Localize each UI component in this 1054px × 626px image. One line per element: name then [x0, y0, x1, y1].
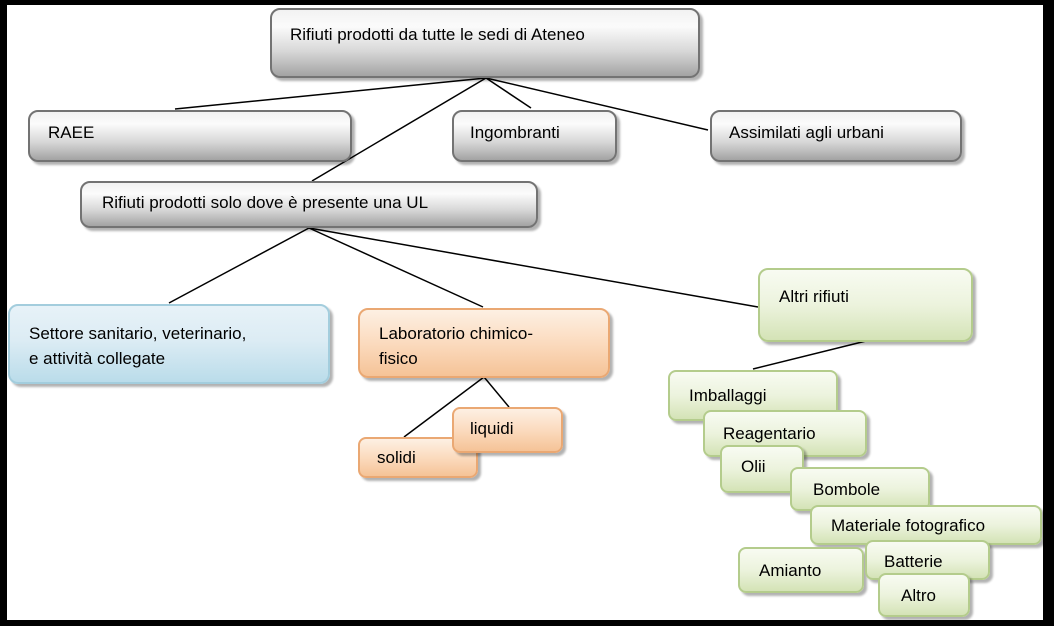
connector-ul-altri — [308, 227, 759, 308]
node-amianto-label: Amianto — [759, 561, 822, 580]
node-sanitario-label-line1: Settore sanitario, veterinario, — [29, 324, 247, 343]
node-solidi-label: solidi — [377, 448, 416, 467]
node-sanitario-label-line2: e attività collegate — [29, 349, 166, 368]
node-materiale-fotografico: Materiale fotografico — [810, 505, 1042, 545]
node-root: Rifiuti prodotti da tutte le sedi di Ate… — [270, 8, 700, 78]
connector-root-raee — [174, 77, 487, 110]
node-altri: Altri rifiuti — [758, 268, 973, 342]
node-laboratorio-label-line2: fisico — [379, 349, 418, 368]
connector-root-ingombranti — [485, 77, 532, 109]
node-ingombranti-label: Ingombranti — [470, 123, 560, 142]
connector-ul-laboratorio — [308, 227, 484, 308]
node-assimilati: Assimilati agli urbani — [710, 110, 962, 162]
connector-laboratorio-liquidi — [483, 376, 510, 408]
node-ingombranti: Ingombranti — [452, 110, 617, 162]
node-altro-label: Altro — [901, 586, 936, 605]
node-olii-label: Olii — [741, 457, 766, 476]
node-ul-label: Rifiuti prodotti solo dove è presente un… — [102, 193, 429, 212]
node-olii: Olii — [720, 445, 804, 493]
connector-ul-sanitario — [168, 227, 310, 304]
connector-altri-imballaggi — [752, 340, 867, 370]
node-ul: Rifiuti prodotti solo dove è presente un… — [80, 181, 538, 228]
node-raee-label: RAEE — [48, 123, 95, 142]
node-solidi: solidi — [358, 437, 478, 478]
node-amianto: Amianto — [738, 547, 864, 593]
connector-root-ul — [311, 77, 487, 182]
node-assimilati-label: Assimilati agli urbani — [729, 123, 884, 142]
node-root-label: Rifiuti prodotti da tutte le sedi di Ate… — [290, 25, 585, 44]
node-bombole-label: Bombole — [813, 480, 881, 499]
connector-laboratorio-solidi — [403, 376, 485, 438]
node-laboratorio: Laboratorio chimico- fisico — [358, 308, 610, 378]
node-altri-label: Altri rifiuti — [779, 287, 849, 306]
node-batterie-label: Batterie — [884, 552, 943, 571]
node-sanitario: Settore sanitario, veterinario, e attivi… — [8, 304, 330, 384]
node-reagentario-label: Reagentario — [723, 424, 816, 443]
node-raee: RAEE — [28, 110, 352, 162]
node-altro: Altro — [878, 573, 970, 617]
node-liquidi-label: liquidi — [470, 419, 514, 438]
connector-root-assimilati — [485, 77, 709, 131]
node-laboratorio-label-line1: Laboratorio chimico- — [379, 324, 534, 343]
node-liquidi: liquidi — [452, 407, 563, 453]
node-materiale-fotografico-label: Materiale fotografico — [831, 516, 986, 535]
node-imballaggi-label: Imballaggi — [689, 386, 767, 405]
